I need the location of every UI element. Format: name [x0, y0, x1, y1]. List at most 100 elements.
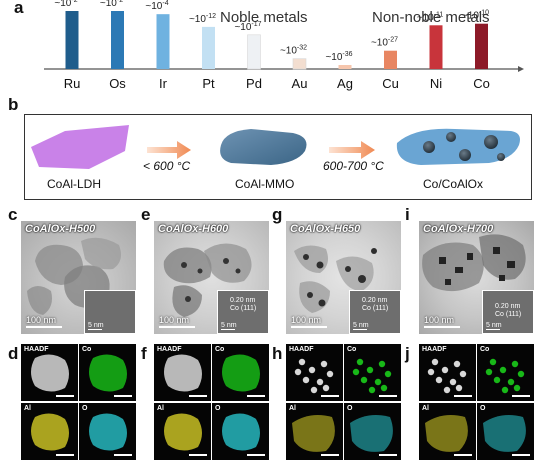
eds-scale-bar	[379, 395, 397, 397]
panel-label-g: g	[272, 205, 283, 224]
scale-bar-i: 100 nm	[424, 315, 460, 328]
eds-map-label: O	[347, 405, 353, 412]
eds-scale-bar	[189, 395, 207, 397]
nonnoble-metals-title: Non-noble metals	[372, 9, 490, 26]
co-particle	[484, 135, 498, 149]
step-label-mmo: CoAl-MMO	[235, 177, 295, 191]
eds-map-haadf: HAADF	[154, 344, 211, 401]
eds-scale-bar	[321, 454, 339, 456]
mmo-plate	[220, 129, 307, 165]
eds-map-al: Al	[419, 403, 476, 460]
eds-scale-bar	[56, 395, 74, 397]
value-label-ni: ~10-11	[417, 11, 444, 23]
eds-signal	[89, 413, 127, 451]
tick-label-os: Os	[109, 76, 126, 91]
tem-image-c: CoAlOx-H500 100 nm 5 nm	[21, 221, 136, 334]
tem-title-e: CoAlOx-H600	[158, 223, 229, 235]
bar-ni	[429, 25, 443, 69]
noble-metals-title: Noble metals	[220, 9, 308, 26]
tick-label-co: Co	[473, 76, 490, 91]
eds-scale-bar	[114, 395, 132, 397]
inset-scale-g: 5 nm	[353, 322, 369, 330]
panel-label-i: i	[405, 205, 410, 224]
value-label-au: ~10-32	[280, 45, 307, 57]
eds-scale-bar	[512, 395, 530, 397]
eds-signal	[294, 358, 334, 394]
value-label-pt: ~10-12	[189, 13, 216, 25]
eds-map-al: Al	[154, 403, 211, 460]
bar-ir	[156, 14, 170, 69]
eds-map-label: O	[480, 405, 486, 412]
bar-ag	[338, 65, 352, 69]
eds-map-label: Co	[215, 346, 225, 353]
eds-map-label: O	[82, 405, 88, 412]
eds-map-o: O	[79, 403, 136, 460]
tick-label-ru: Ru	[64, 76, 81, 91]
eds-scale-bar	[189, 454, 207, 456]
tem-title-i: CoAlOx-H700	[423, 223, 494, 235]
tick-label-pt: Pt	[202, 76, 215, 91]
step-label-product: Co/CoAlOx	[423, 177, 484, 191]
scale-bar-g: 100 nm	[291, 315, 327, 328]
eds-map-label: Co	[347, 346, 357, 353]
bar-co	[475, 23, 488, 69]
tem-title-g: CoAlOx-H650	[290, 223, 361, 235]
bar-os	[111, 11, 124, 69]
inset-scale-text-i: 5 nm	[486, 322, 502, 329]
inset-scale-i: 5 nm	[486, 322, 502, 330]
panel-label-a: a	[14, 0, 24, 17]
bar-pt	[202, 26, 215, 69]
eds-map-label: Co	[480, 346, 490, 353]
eds-map-label: Al	[422, 405, 429, 412]
tick-label-cu: Cu	[382, 76, 399, 91]
eds-scale-bar	[512, 454, 530, 456]
eds-scale-bar	[454, 454, 472, 456]
eds-map-co: Co	[344, 344, 401, 401]
eds-signal	[222, 354, 260, 392]
tem-particles	[422, 234, 526, 292]
eds-map-o: O	[212, 403, 269, 460]
eds-signal	[31, 413, 69, 451]
eds-map-label: HAADF	[24, 346, 49, 353]
inset-scale-e: 5 nm	[221, 322, 237, 330]
bar-ru	[65, 11, 79, 69]
eds-signal	[425, 415, 468, 452]
eds-map-co: Co	[212, 344, 269, 401]
eds-map-co: Co	[477, 344, 534, 401]
eds-map-o: O	[477, 403, 534, 460]
eds-signal	[89, 354, 127, 392]
scale-text-g: 100 nm	[291, 315, 322, 325]
eds-map-label: O	[215, 405, 221, 412]
bar-cu	[384, 50, 397, 69]
eds-map-haadf: HAADF	[419, 344, 476, 401]
eds-map-haadf: HAADF	[286, 344, 343, 401]
bar-pd	[247, 34, 261, 70]
scale-text-e: 100 nm	[159, 315, 190, 325]
panel-label-d: d	[8, 344, 19, 363]
eds-signal	[31, 354, 69, 392]
panel-label-f: f	[141, 344, 147, 363]
panel-label-e: e	[141, 205, 151, 224]
eds-map-o: O	[344, 403, 401, 460]
value-label-os: ~10-2	[100, 0, 123, 9]
eds-signal	[164, 354, 202, 392]
eds-map-label: Al	[24, 405, 31, 412]
tick-label-ag: Ag	[337, 76, 353, 91]
panel-label-b: b	[8, 95, 19, 114]
tick-label-pd: Pd	[246, 76, 262, 91]
inset-scale-text-g: 5 nm	[353, 322, 369, 329]
eds-signal	[427, 358, 467, 394]
eds-scale-bar	[247, 395, 265, 397]
tick-label-ni: Ni	[430, 76, 442, 91]
scale-text-c: 100 nm	[26, 315, 57, 325]
eds-map-haadf: HAADF	[21, 344, 78, 401]
eds-scale-bar	[379, 454, 397, 456]
tem-particles	[294, 245, 377, 313]
value-label-co: ~10-10	[462, 10, 489, 22]
